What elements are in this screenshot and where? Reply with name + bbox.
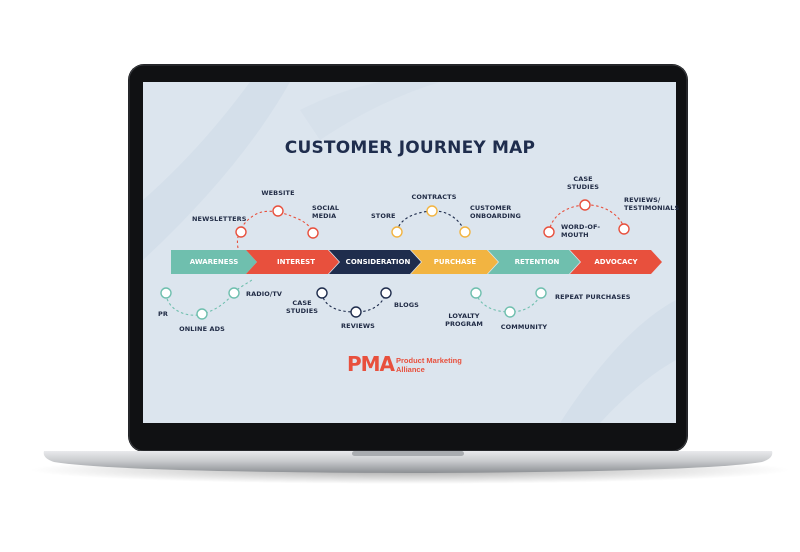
touchpoint-label-word-of-mouth: WORD-OF- MOUTH xyxy=(561,223,601,239)
touchpoint-pr xyxy=(160,287,172,299)
stage-arrow-purchase xyxy=(411,250,498,274)
touchpoint-label-reviews: REVIEWS xyxy=(341,322,375,330)
background-swoosh xyxy=(143,82,290,260)
touchpoint-label-case-studies: CASE STUDIES xyxy=(285,299,319,315)
brand-logo: PMA xyxy=(347,352,395,376)
journey-stages xyxy=(171,250,662,274)
background-swoosh xyxy=(560,300,676,423)
touchpoint-website xyxy=(272,205,284,217)
laptop-hinge-notch xyxy=(352,451,464,456)
stage-arrow-retention xyxy=(488,250,580,274)
touchpoint-label-newsletters: NEWSLETTERS xyxy=(192,215,247,223)
touchpoint-label-repeat-purchases: REPEAT PURCHASES xyxy=(555,293,631,301)
touchpoint-label-online-ads: ONLINE ADS xyxy=(179,325,225,333)
background-swoosh xyxy=(300,82,440,140)
touchpoint-repeat-purchases xyxy=(535,287,547,299)
touchpoint-case-studies xyxy=(316,287,328,299)
touchpoint-blogs xyxy=(380,287,392,299)
touchpoint-label-store: STORE xyxy=(371,212,396,220)
touchpoint-circles xyxy=(160,199,630,320)
awareness-connector xyxy=(165,279,253,316)
touchpoint-social-media xyxy=(307,227,319,239)
interest-connector xyxy=(236,210,314,249)
diagram-title: CUSTOMER JOURNEY MAP xyxy=(284,138,536,158)
touchpoint-label-website: WEBSITE xyxy=(261,189,295,197)
stage-label-purchase: PURCHASE xyxy=(433,258,477,266)
touchpoint-label-advocacy-case-studies: CASE STUDIES xyxy=(566,175,600,191)
stage-label-consideration: CONSIDERATION xyxy=(345,258,411,266)
touchpoint-label-social-media: SOCIAL MEDIA xyxy=(312,204,340,220)
stage-label-interest: INTEREST xyxy=(276,258,316,266)
touchpoint-store xyxy=(391,226,403,238)
touchpoint-label-blogs: BLOGS xyxy=(394,301,419,309)
touchpoint-community xyxy=(504,306,516,318)
stage-label-retention: RETENTION xyxy=(514,258,560,266)
touchpoint-loyalty-program xyxy=(470,287,482,299)
touchpoint-label-reviews-testimonials: REVIEWS/ TESTIMONIALS xyxy=(624,196,680,212)
touchpoint-label-contracts: CONTRACTS xyxy=(411,193,457,201)
brand-name: Product Marketing Alliance xyxy=(396,356,462,374)
laptop-base xyxy=(43,451,773,473)
touchpoint-reviews xyxy=(350,306,362,318)
consideration-connector xyxy=(321,292,387,313)
touchpoint-label-customer-onboarding: CUSTOMER ONBOARDING xyxy=(470,204,521,220)
touchpoint-label-pr: PR xyxy=(158,310,168,318)
touchpoint-advocacy-case-studies xyxy=(579,199,591,211)
stage-arrow-interest xyxy=(246,250,339,274)
stage-label-awareness: AWARENESS xyxy=(189,258,239,266)
touchpoint-newsletters xyxy=(235,226,247,238)
touchpoint-label-loyalty-program: LOYALTY PROGRAM xyxy=(445,312,483,328)
touchpoint-online-ads xyxy=(196,308,208,320)
stage-arrow-advocacy xyxy=(570,250,662,274)
stage-arrow-awareness xyxy=(171,250,257,274)
touchpoint-contracts xyxy=(426,205,438,217)
stage-arrow-consideration xyxy=(329,250,421,274)
touchpoint-word-of-mouth xyxy=(543,226,555,238)
purchase-connector xyxy=(396,210,466,233)
touchpoint-label-radio-tv: RADIO/TV xyxy=(246,290,283,298)
touchpoint-customer-onboarding xyxy=(459,226,471,238)
stage-label-advocacy: ADVOCACY xyxy=(594,258,638,266)
touchpoint-reviews-testimonials xyxy=(618,223,630,235)
touchpoint-label-community: COMMUNITY xyxy=(500,323,548,331)
touchpoint-radio-tv xyxy=(228,287,240,299)
